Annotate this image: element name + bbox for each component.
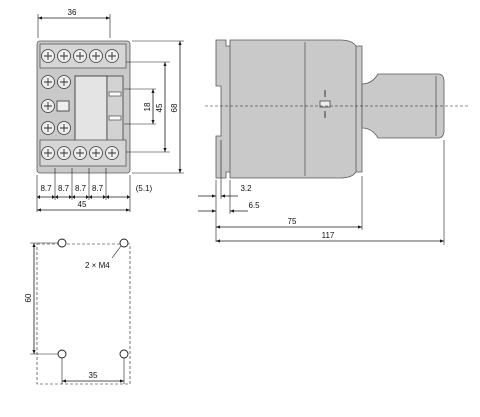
label-height-inner: 18 — [143, 102, 152, 111]
mounting-hole-top-left — [57, 238, 67, 248]
label-width-total: 45 — [78, 200, 87, 209]
dimension-total-depth: 117 — [216, 140, 445, 245]
din-rail-clip — [215, 39, 233, 179]
dimension-front-pitch: 8.7 8.7 8.7 8.7 (5.1) — [36, 168, 153, 212]
mounting-hole-bottom-right — [119, 349, 129, 359]
label-pitch-4: 8.7 — [92, 184, 104, 193]
label-window — [74, 75, 124, 147]
label-pitch-3: 8.7 — [75, 184, 87, 193]
terminal-row-bottom — [39, 139, 127, 167]
dimension-front-height-total: 68 — [132, 40, 184, 174]
side-view: 3.2 6.5 75 117 — [198, 39, 470, 245]
mounting-hole-top-right — [119, 238, 129, 248]
mounting-outline — [36, 243, 131, 385]
terminal-column-left — [41, 75, 71, 135]
label-mounting-horizontal: 35 — [89, 371, 98, 380]
dimension-front-height-inner: 18 — [124, 88, 156, 125]
dimension-mounting-horizontal: 35 — [61, 358, 125, 384]
label-height-mid: 45 — [155, 103, 164, 112]
label-hole-callout: 2 × M4 — [85, 261, 110, 270]
label-rail-depth: 6.5 — [248, 201, 260, 210]
label-pitch-end: (5.1) — [136, 184, 153, 193]
side-view-body — [229, 39, 363, 179]
label-rail-offset: 3.2 — [240, 184, 252, 193]
label-mounting-vertical: 60 — [24, 293, 33, 302]
dimension-mounting-vertical: 60 — [24, 242, 58, 355]
label-pitch-2: 8.7 — [58, 184, 70, 193]
dimension-front-width-total: 45 — [37, 200, 130, 212]
label-height-total: 68 — [170, 103, 179, 112]
dimension-front-height-mid: 45 — [126, 61, 170, 153]
mounting-hole-bottom-left — [57, 349, 67, 359]
label-width-top: 36 — [68, 8, 77, 17]
dimension-rail-depth: 6.5 — [198, 180, 260, 214]
label-total-depth: 117 — [322, 231, 335, 240]
front-view: 36 68 45 18 — [36, 8, 184, 212]
dimension-body-depth: 75 — [216, 176, 363, 230]
label-pitch-1: 8.7 — [40, 184, 52, 193]
dimension-front-top-width: 36 — [37, 8, 111, 38]
terminal-row-top — [39, 43, 127, 69]
label-body-depth: 75 — [288, 217, 297, 226]
mounting-pattern: 2 × M4 60 35 — [24, 238, 131, 385]
